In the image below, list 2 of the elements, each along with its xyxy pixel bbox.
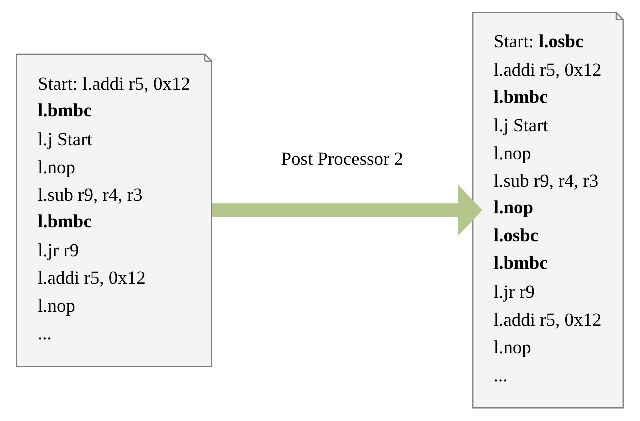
edge-label: Post Processor 2 <box>281 149 404 170</box>
arrow <box>212 184 483 236</box>
